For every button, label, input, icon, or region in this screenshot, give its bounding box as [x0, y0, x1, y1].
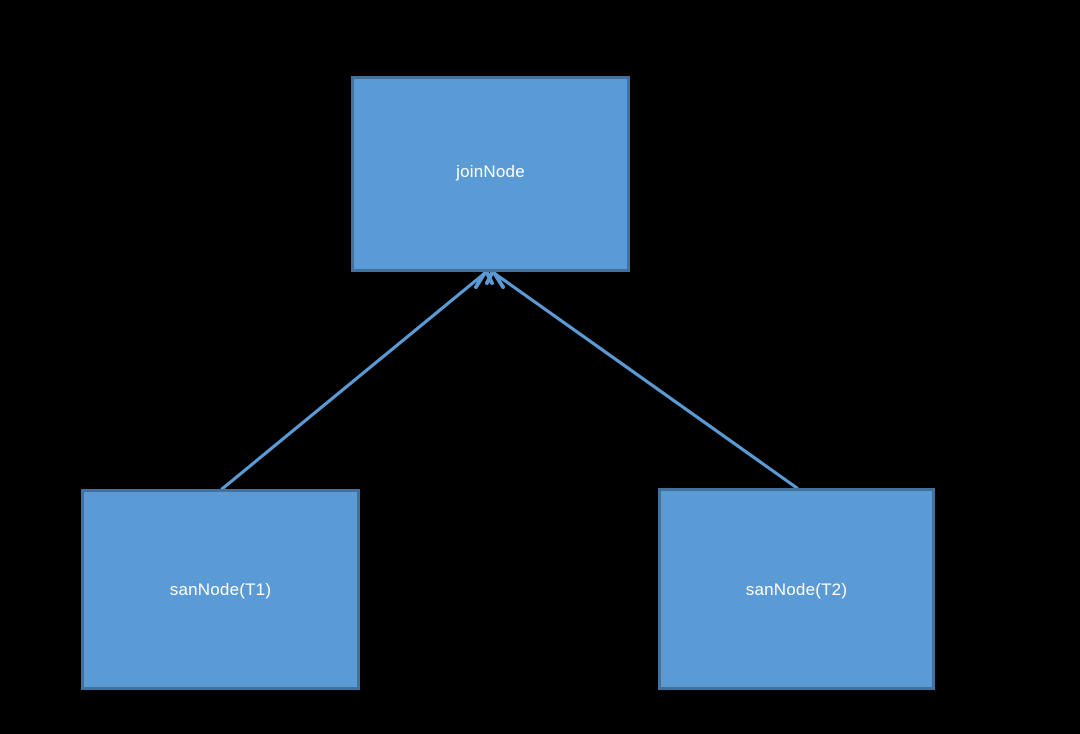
edge-line-t1 — [220, 271, 487, 491]
edge-line-t2 — [492, 271, 799, 490]
node-join[interactable]: joinNode — [351, 76, 630, 272]
node-san-t2-label: sanNode(T2) — [745, 579, 848, 599]
edge-t2-to-join[interactable] — [485, 269, 799, 490]
node-san-t2[interactable]: sanNode(T2) — [658, 488, 935, 690]
arrowhead-icon-t1 — [474, 269, 494, 289]
arrowhead-icon-t2 — [485, 269, 505, 289]
node-san-t1-label: sanNode(T1) — [169, 580, 272, 600]
node-join-label: joinNode — [456, 161, 525, 181]
edge-t1-to-join[interactable] — [220, 269, 494, 491]
node-san-t1[interactable]: sanNode(T1) — [81, 489, 360, 690]
